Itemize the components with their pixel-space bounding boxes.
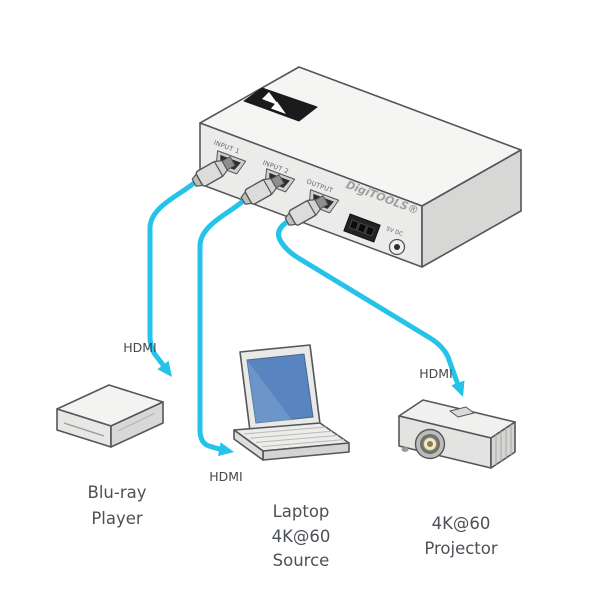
- kramer-logo-icon: [243, 87, 318, 122]
- hdmi-plug-output: [284, 194, 329, 226]
- arrowhead-laptop: [218, 442, 234, 457]
- laptop-label-line3: Source: [273, 551, 330, 570]
- projector-vents: [495, 424, 512, 465]
- arrowhead-projector: [451, 380, 465, 397]
- cable-input1-bluray: [147, 180, 197, 368]
- hdmi-plug-input2: [240, 173, 285, 205]
- hdmi-label-projector: HDMI: [419, 366, 453, 381]
- bluray-panel-line: [117, 412, 156, 432]
- disc-slot: [63, 422, 105, 437]
- laptop: [233, 344, 350, 461]
- switcher-right-face: [421, 149, 522, 268]
- dc-power-jack: [388, 238, 406, 256]
- laptop-left-edge: [233, 429, 264, 461]
- hdmi-label-laptop: HDMI: [209, 469, 243, 484]
- remote-terminal-block: [343, 213, 381, 243]
- projector: [398, 399, 516, 469]
- bluray-label-line2: Player: [91, 509, 143, 528]
- bluray-right-face: [110, 401, 164, 448]
- projector-right-face: [490, 421, 516, 469]
- hdmi-switcher: DigiTOOLS® INPUT 1 INPUT 2 OUTPUT 5V DC: [199, 66, 522, 268]
- cable-output-projector: [276, 219, 460, 385]
- laptop-screen-sheen: [247, 360, 292, 423]
- cable-input2-laptop: [197, 198, 246, 452]
- laptop-label-line2: 4K@60: [272, 527, 331, 546]
- projector-control-panel: [449, 406, 475, 418]
- bluray-player: [56, 384, 164, 448]
- hdmi-plug-input1: [191, 155, 236, 187]
- bluray-label-line1: Blu-ray: [88, 483, 147, 502]
- projector-label-line1: 4K@60: [432, 514, 491, 533]
- hdmi-label-bluray: HDMI: [123, 340, 157, 355]
- projector-lens: [414, 428, 446, 460]
- projector-label-line2: Projector: [424, 539, 498, 558]
- projector-foot: [401, 447, 409, 452]
- arrowhead-bluray: [157, 360, 172, 377]
- power-label: 5V DC: [385, 226, 403, 238]
- keyboard-lines: [243, 426, 345, 448]
- laptop-label-line1: Laptop: [273, 502, 330, 521]
